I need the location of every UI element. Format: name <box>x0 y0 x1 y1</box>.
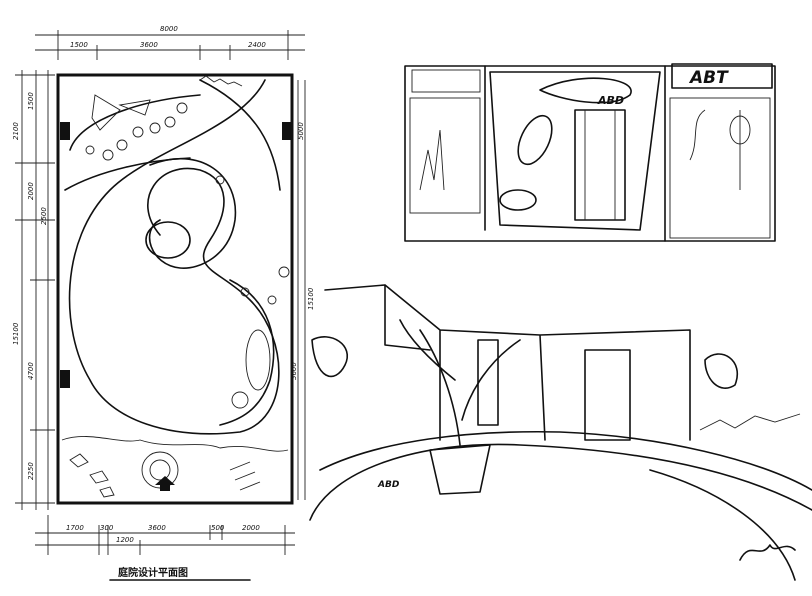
dim-overall-width: 8000 <box>160 25 178 33</box>
site-plan: 8000 1500 3600 2400 2100 1500 2000 2500 … <box>12 25 315 581</box>
dim-label: 3600 <box>148 524 166 532</box>
planting-bottom <box>61 75 289 498</box>
dim-label: 5000 <box>297 122 305 140</box>
dim-label: 2250 <box>27 462 35 480</box>
lawn-oval <box>245 329 271 391</box>
curved-path <box>649 469 796 581</box>
doorway <box>574 109 626 221</box>
left-dimensions: 2100 1500 2000 2500 4700 2250 15100 <box>12 70 55 510</box>
window-panel <box>409 97 481 214</box>
dim-label: 1700 <box>66 524 84 532</box>
deck <box>91 94 151 131</box>
entrance-arrow-icon <box>155 476 175 491</box>
pond <box>145 221 191 259</box>
pillar <box>282 122 292 140</box>
dim-label: 4700 <box>27 362 35 380</box>
dim-label: 500 <box>211 524 225 532</box>
top-dimensions: 8000 1500 3600 2400 <box>35 25 305 60</box>
center-bay <box>489 71 661 231</box>
plan-caption: 庭院设计平面图 <box>118 566 188 579</box>
window-panel <box>669 97 771 239</box>
elevation-sketch: ABD ABT <box>404 63 776 242</box>
spiral-inner <box>148 157 237 269</box>
dim-label: 3600 <box>140 41 158 49</box>
sculpture-stone <box>311 336 348 378</box>
stepping-stones <box>85 102 290 409</box>
boundary-wall <box>56 73 294 505</box>
sculpture-stone <box>704 353 738 389</box>
abt-sign-board <box>671 63 773 89</box>
bottom-dimensions: 1700 300 3600 500 2000 1200 <box>35 515 295 555</box>
shrubs <box>699 413 801 431</box>
path-edge <box>219 279 275 426</box>
pillar <box>60 370 70 388</box>
curved-wall-front <box>309 443 812 521</box>
path-edge <box>64 94 201 191</box>
dim-label: 2000 <box>27 182 35 200</box>
dim-label: 300 <box>100 524 114 532</box>
curved-wall-top <box>319 430 812 491</box>
artist-signature <box>739 544 796 561</box>
planter-sign-abd: ABD <box>377 480 400 490</box>
right-dimensions: 5000 3600 15100 <box>290 80 315 500</box>
canopy <box>539 77 632 104</box>
window <box>477 339 499 426</box>
pillar <box>60 122 70 140</box>
dim-label: 2000 <box>242 524 260 532</box>
sculpture-stone <box>517 114 553 166</box>
dim-label: 1200 <box>116 536 134 544</box>
lattice-panel <box>411 69 481 93</box>
elevation-sign-abd: ABD <box>597 94 624 107</box>
dim-label: 2400 <box>248 41 266 49</box>
perspective-sketch: ABD <box>309 284 812 581</box>
doorway <box>584 349 631 441</box>
dim-label: 2100 <box>12 122 20 140</box>
dim-label: 2500 <box>40 207 48 225</box>
dim-label: 1500 <box>27 92 35 110</box>
spiral-path <box>68 79 281 435</box>
dim-label: 15100 <box>307 287 315 310</box>
tree <box>399 319 521 446</box>
dim-label: 1500 <box>70 41 88 49</box>
elevation-sign-abt: ABT <box>688 68 729 88</box>
sculpture-stone <box>499 189 537 211</box>
dim-label: 3600 <box>290 362 298 380</box>
plants <box>419 109 751 191</box>
planter <box>429 444 491 495</box>
dim-overall-length: 15100 <box>12 322 20 345</box>
